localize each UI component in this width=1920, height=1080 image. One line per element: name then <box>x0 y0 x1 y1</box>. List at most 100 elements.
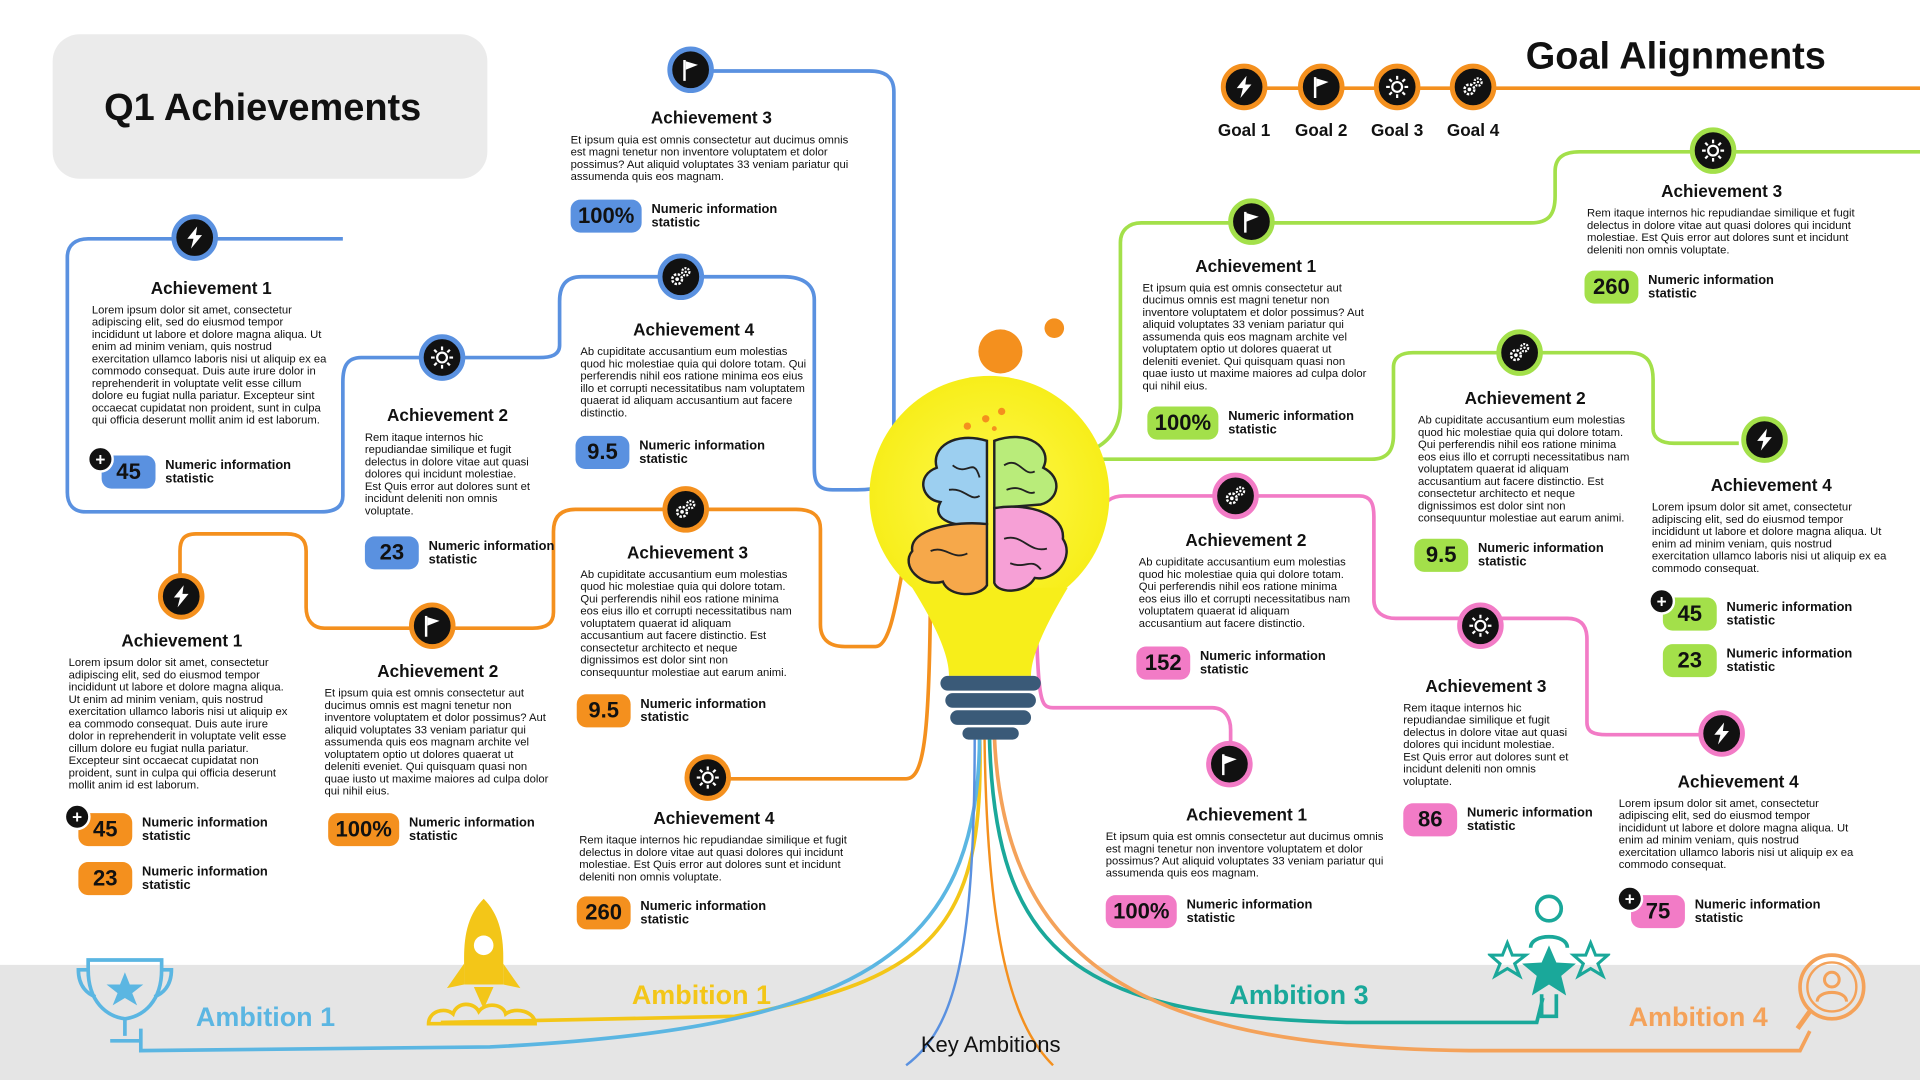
plus-icon: + <box>63 803 91 831</box>
stat-value: 86 <box>1403 803 1458 837</box>
achievement-text: Ab cupiditate accusantium eum molestias … <box>1417 413 1630 525</box>
stat-row: 23 Numeric information statistic <box>1662 644 1871 678</box>
stat-label: Numeric information statistic <box>640 898 767 927</box>
achievement-card: Achievement 3 Rem itaque internos hic rep… <box>1587 181 1856 256</box>
goal-label: Goal 2 <box>1295 120 1348 140</box>
stat-value: 23 <box>364 536 419 570</box>
achievement-text: Et ipsum quia est omnis consectetur aut … <box>324 686 549 798</box>
lightning-icon <box>1741 416 1788 463</box>
achievement-title: Achievement 3 <box>627 542 749 563</box>
achievement-text: Lorem ipsum dolor sit amet, consectetur … <box>91 303 327 427</box>
achievement-text: Rem itaque internos hic repudiandae simi… <box>579 833 847 883</box>
stat-row: 260 Numeric information statistic <box>1584 270 1793 304</box>
achievement-card: Achievement 2 Et ipsum quia est omnis con… <box>324 661 551 797</box>
stat-value: 100% <box>1147 406 1219 440</box>
stat-label: Numeric information statistic <box>1466 805 1593 834</box>
user-stars-icon <box>1487 894 1611 1019</box>
achievement-card: Achievement 3 Et ipsum quia est omnis con… <box>571 108 853 183</box>
achievement-text: Ab cupiditate accusantium eum molestias … <box>580 568 792 679</box>
achievement-title: Achievement 1 <box>150 277 272 298</box>
achievement-title: Achievement 2 <box>1464 388 1586 408</box>
sun-icon <box>418 334 466 381</box>
stat-value: 45+ <box>1648 587 1717 631</box>
achievement-title: Achievement 3 <box>1425 675 1547 696</box>
stat-value: 45+ <box>63 803 133 847</box>
achievement-title: Achievement 1 <box>121 630 243 651</box>
flag-icon <box>1206 740 1253 788</box>
stat-label: Numeric information statistic <box>1200 648 1326 677</box>
flag-icon <box>1228 198 1275 245</box>
stat-label: Numeric information statistic <box>142 863 268 893</box>
stat-value: 100% <box>570 199 642 233</box>
stat-label: Numeric information statistic <box>1648 272 1774 301</box>
achievement-card: Achievement 4 Lorem ipsum dolor sit amet,… <box>1652 475 1891 574</box>
stat-label: Numeric information statistic <box>1694 896 1821 926</box>
stat-row: 75+Numeric information statistic <box>1616 885 1839 929</box>
achievement-title: Achievement 3 <box>1661 181 1783 201</box>
goal-label: Goal 1 <box>1217 120 1271 140</box>
achievement-title: Achievement 2 <box>1185 530 1307 550</box>
stat-value: 23 <box>1662 644 1717 678</box>
key-ambitions-label: Key Ambitions <box>920 1032 1061 1057</box>
achievement-text: Et ipsum quia est omnis consectetur aut … <box>570 133 849 183</box>
rocket-icon <box>426 898 537 1026</box>
stat-value: 9.5 <box>575 435 630 469</box>
user-search-icon <box>1795 953 1866 1031</box>
stat-label: Numeric information statistic <box>1726 645 1853 675</box>
achievement-card: Achievement 1 Lorem ipsum dolor sit amet,… <box>92 278 331 426</box>
achievement-card: Achievement 3 Ab cupiditate accusantium e… <box>580 542 794 678</box>
stat-row: 100% Numeric information statistic <box>570 199 796 233</box>
gears-icon <box>657 253 705 301</box>
stat-value: 9.5 <box>1414 538 1469 572</box>
achievement-text: Rem itaque internos hic repudiandae simi… <box>1586 206 1855 256</box>
stat-label: Numeric information statistic <box>165 457 292 486</box>
lightning-icon <box>1220 63 1268 111</box>
sun-icon <box>1689 127 1737 174</box>
stat-value: 45+ <box>86 445 156 489</box>
plus-icon: + <box>1648 587 1676 615</box>
achievement-title: Achievement 3 <box>650 107 772 128</box>
trophy-icon <box>76 958 174 1043</box>
lightning-icon <box>171 214 218 261</box>
ambitions-band <box>0 964 1920 1080</box>
lightning-icon <box>157 573 205 620</box>
achievement-text: Et ipsum quia est omnis consectetur aut … <box>1142 281 1367 392</box>
stat-row: 45+Numeric information statistic <box>1648 587 1871 631</box>
stat-value: 260 <box>1584 270 1639 304</box>
achievement-card: Achievement 1 Et ipsum quia est omnis con… <box>1142 256 1369 392</box>
ambition-1-label: Ambition 1 <box>195 1001 336 1033</box>
lightning-icon <box>1698 710 1745 757</box>
stat-value: 23 <box>78 862 133 896</box>
stat-row: 100%Numeric information statistic <box>328 813 553 847</box>
stat-row: 100%Numeric information statistic <box>1105 895 1331 929</box>
stat-label: Numeric information statistic <box>651 201 778 230</box>
ambition-3-label: Ambition 3 <box>1229 979 1369 1011</box>
stat-value: 9.5 <box>576 694 631 728</box>
stat-row: 86 Numeric information statistic <box>1403 803 1611 837</box>
achievement-text: Rem itaque internos hic repudiandae simi… <box>364 431 530 517</box>
achievement-text: Ab cupiditate accusantium eum molestias … <box>580 345 807 419</box>
achievement-title: Achievement 4 <box>1710 475 1832 495</box>
sun-icon <box>684 754 732 801</box>
achievement-title: Achievement 1 <box>1195 255 1317 276</box>
stat-row: 100%Numeric information statistic <box>1147 406 1372 440</box>
stat-value: 100% <box>328 813 400 847</box>
achievement-title: Achievement 2 <box>377 661 499 681</box>
achievement-text: Lorem ipsum dolor sit amet, consectetur … <box>1651 500 1887 575</box>
achievement-card: Achievement 2 Ab cupiditate accusantium e… <box>1418 388 1632 524</box>
goals-title: Goal Alignments <box>1525 34 1826 78</box>
achievement-text: Lorem ipsum dolor sit amet, consectetur … <box>68 656 288 792</box>
flag-icon <box>408 602 456 649</box>
achievement-title: Achievement 1 <box>1186 804 1308 825</box>
stat-label: Numeric information statistic <box>142 814 268 844</box>
